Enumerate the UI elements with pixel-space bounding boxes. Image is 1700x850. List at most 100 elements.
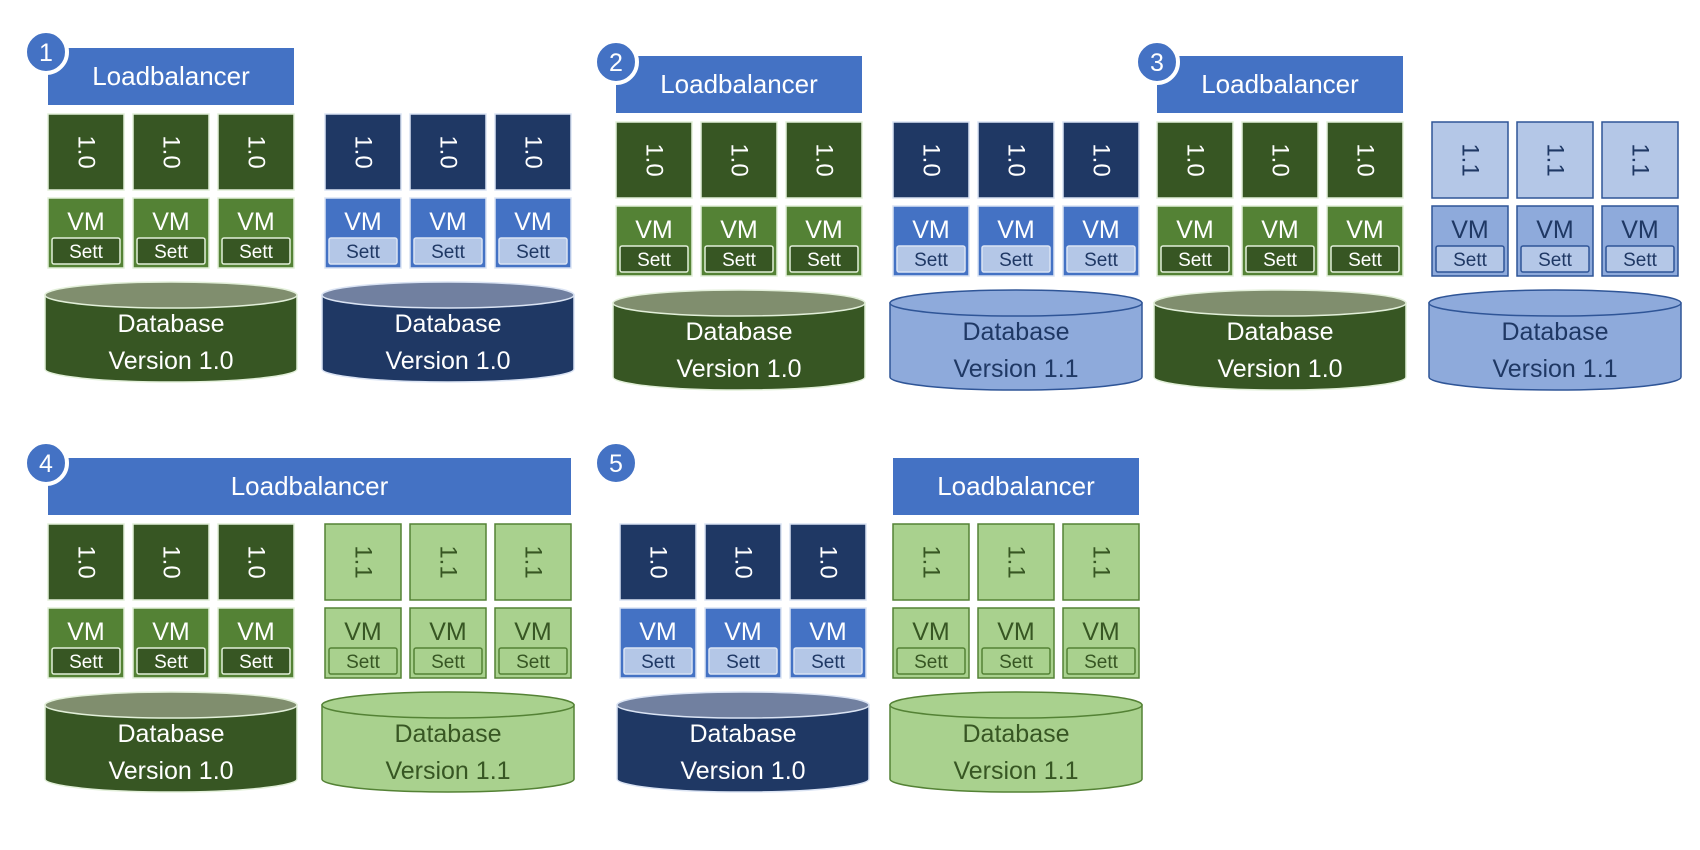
database-version: Version 1.1 [953,355,1078,383]
vm-label: VM [1346,216,1384,244]
loadbalancer-label: Loadbalancer [1201,69,1359,99]
app-version-box [47,113,125,191]
settings-label: Sett [516,242,551,263]
settings-label: Sett [914,652,949,673]
settings-box [896,245,966,273]
app-instance: 1.0 [132,113,210,191]
app-version-label: 1.0 [918,143,945,176]
settings-box [793,647,863,675]
vm-label: VM [514,618,552,646]
database-label: Database [685,318,792,346]
app-instance: 1.1 [1062,523,1140,601]
vm-label: VM [67,208,105,236]
step-3: Loadbalancer31.0VMSett1.0VMSett1.0VMSett… [1134,39,1682,391]
database-body-icon [889,704,1143,793]
database-label: Database [1501,318,1608,346]
settings-box [136,647,206,675]
database-body-icon [616,704,870,793]
vm-label: VM [67,618,105,646]
app-version-label: 1.0 [1267,143,1294,176]
settings-box [221,647,291,675]
settings-label: Sett [1084,250,1119,271]
environment-b: 1.0VMSett1.0VMSett1.0VMSettDatabaseVersi… [889,121,1143,391]
settings-label: Sett [239,242,274,263]
settings-label: Sett [999,652,1034,673]
app-version-label: 1.0 [158,135,185,168]
app-version-label: 1.0 [815,545,842,578]
database-body-icon [1153,302,1407,391]
app-version-box [1326,121,1404,199]
app-version-label: 1.0 [1088,143,1115,176]
app-instance: 1.0 [977,121,1055,199]
settings-box [1520,245,1590,273]
database-label: Database [394,720,501,748]
settings-label: Sett [1623,250,1658,271]
step-4: Loadbalancer41.0VMSett1.0VMSett1.0VMSett… [23,440,575,793]
vm-label: VM [635,216,673,244]
database-body-icon [612,302,866,391]
settings-box [896,647,966,675]
settings-label: Sett [722,250,757,271]
step-badge-icon [23,440,69,486]
environment-a: 1.0VMSett1.0VMSett1.0VMSettDatabaseVersi… [616,523,870,793]
database-version: Version 1.0 [108,347,233,375]
settings-box [623,647,693,675]
database-label: Database [117,310,224,338]
app-version-box [409,523,487,601]
vm-label: VM [429,618,467,646]
app-version-label: 1.1 [350,545,377,578]
app-version-label: 1.1 [520,545,547,578]
app-instance: 1.0 [1062,121,1140,199]
app-version-box [700,121,778,199]
settings-box [51,647,121,675]
vm-label: VM [344,618,382,646]
app-version-box [977,121,1055,199]
app-instance: 1.1 [1601,121,1679,199]
loadbalancer-bar [48,48,294,105]
vm-label: VM [1451,216,1489,244]
database-label: Database [1226,318,1333,346]
database-body-icon [321,704,575,793]
database-version: Version 1.0 [680,757,805,785]
settings-label: Sett [1538,250,1573,271]
settings-label: Sett [69,652,104,673]
settings-box [708,647,778,675]
app-version-box [615,121,693,199]
database-body-icon [44,704,298,793]
app-version-label: 1.0 [435,135,462,168]
loadbalancer-bar [893,458,1139,515]
settings-box [1160,245,1230,273]
settings-label: Sett [346,242,381,263]
settings-box [413,647,483,675]
app-version-box [132,523,210,601]
app-version-label: 1.1 [1457,143,1484,176]
settings-label: Sett [1178,250,1213,271]
app-version-label: 1.0 [1352,143,1379,176]
vm-label: VM [1536,216,1574,244]
settings-box [1245,245,1315,273]
environment-a: 1.0VMSett1.0VMSett1.0VMSettDatabaseVersi… [612,121,866,391]
vm-label: VM [237,618,275,646]
app-version-label: 1.0 [73,545,100,578]
settings-box [704,245,774,273]
app-version-label: 1.0 [1003,143,1030,176]
app-version-label: 1.0 [520,135,547,168]
loadbalancer-bar [1157,56,1403,113]
settings-label: Sett [69,242,104,263]
settings-box [221,237,291,265]
app-instance: 1.0 [494,113,572,191]
app-instance: 1.1 [892,523,970,601]
app-version-box [409,113,487,191]
step-number: 3 [1150,49,1164,77]
vm-label: VM [237,208,275,236]
